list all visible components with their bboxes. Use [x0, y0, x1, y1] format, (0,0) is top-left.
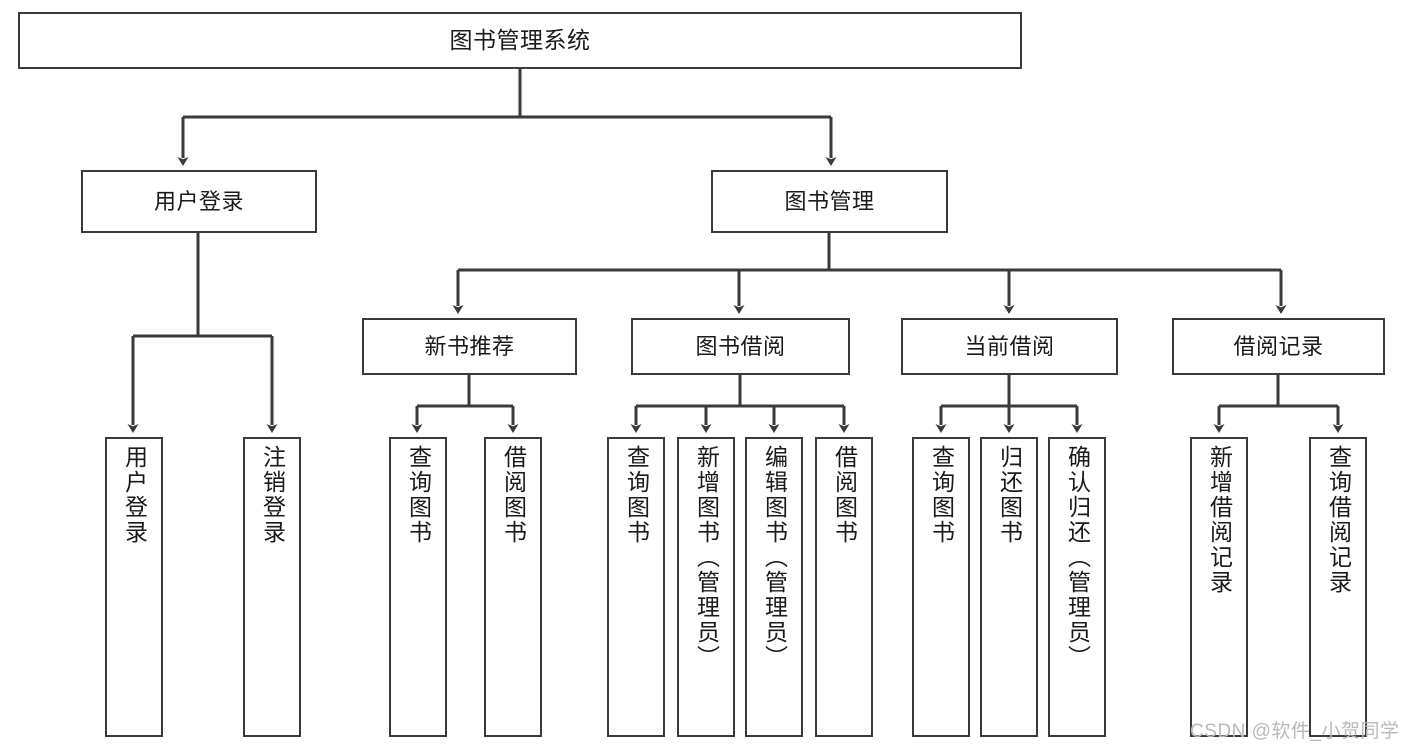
leaf-query-book-current[interactable]: 查询图书 — [912, 437, 970, 737]
leaf-logout[interactable]: 注销登录 — [243, 437, 301, 737]
leaf-add-borrow-record-label: 新增借阅记录 — [1206, 445, 1233, 595]
leaf-query-book-recommendation[interactable]: 查询图书 — [389, 437, 447, 737]
node-current-borrow[interactable]: 当前借阅 — [901, 318, 1118, 375]
leaf-add-borrow-record[interactable]: 新增借阅记录 — [1190, 437, 1248, 737]
leaf-return-book[interactable]: 归还图书 — [980, 437, 1038, 737]
leaf-confirm-return-admin-label: 确认归还（管理员） — [1064, 445, 1091, 670]
leaf-edit-book-admin-label: 编辑图书（管理员） — [761, 445, 788, 670]
node-new-book-recommendation-label: 新书推荐 — [424, 333, 515, 359]
leaf-confirm-return-admin[interactable]: 确认归还（管理员） — [1048, 437, 1106, 737]
node-book-management-label: 图书管理 — [784, 188, 875, 214]
node-root-label: 图书管理系统 — [449, 26, 591, 53]
node-book-management[interactable]: 图书管理 — [711, 170, 948, 233]
node-user-login-label: 用户登录 — [153, 188, 244, 214]
leaf-query-borrow-record-label: 查询借阅记录 — [1325, 445, 1352, 595]
node-new-book-recommendation[interactable]: 新书推荐 — [362, 318, 577, 375]
leaf-borrow-book-recommendation-label: 借阅图书 — [500, 445, 527, 545]
leaf-user-login[interactable]: 用户登录 — [105, 437, 163, 737]
node-current-borrow-label: 当前借阅 — [964, 333, 1055, 359]
node-user-login[interactable]: 用户登录 — [81, 170, 317, 233]
node-book-borrow-label: 图书借阅 — [695, 333, 786, 359]
leaf-add-book-admin[interactable]: 新增图书（管理员） — [677, 437, 735, 737]
node-borrow-record[interactable]: 借阅记录 — [1172, 318, 1385, 375]
leaf-borrow-book-recommendation[interactable]: 借阅图书 — [484, 437, 542, 737]
leaf-query-book-borrow-label: 查询图书 — [623, 445, 650, 545]
leaf-borrow-book-label: 借阅图书 — [831, 445, 858, 545]
node-book-borrow[interactable]: 图书借阅 — [631, 318, 850, 375]
leaf-return-book-label: 归还图书 — [996, 445, 1023, 545]
leaf-query-borrow-record[interactable]: 查询借阅记录 — [1309, 437, 1367, 737]
csdn-watermark: CSDN @软件_小贺同学 — [1190, 721, 1400, 742]
leaf-query-book-current-label: 查询图书 — [928, 445, 955, 545]
leaf-query-book-recommendation-label: 查询图书 — [405, 445, 432, 545]
leaf-edit-book-admin[interactable]: 编辑图书（管理员） — [745, 437, 803, 737]
node-root[interactable]: 图书管理系统 — [18, 12, 1022, 69]
leaf-logout-label: 注销登录 — [259, 445, 286, 545]
leaf-borrow-book[interactable]: 借阅图书 — [815, 437, 873, 737]
leaf-query-book-borrow[interactable]: 查询图书 — [607, 437, 665, 737]
node-borrow-record-label: 借阅记录 — [1233, 333, 1324, 359]
leaf-add-book-admin-label: 新增图书（管理员） — [693, 445, 720, 670]
leaf-user-login-label: 用户登录 — [121, 445, 148, 545]
